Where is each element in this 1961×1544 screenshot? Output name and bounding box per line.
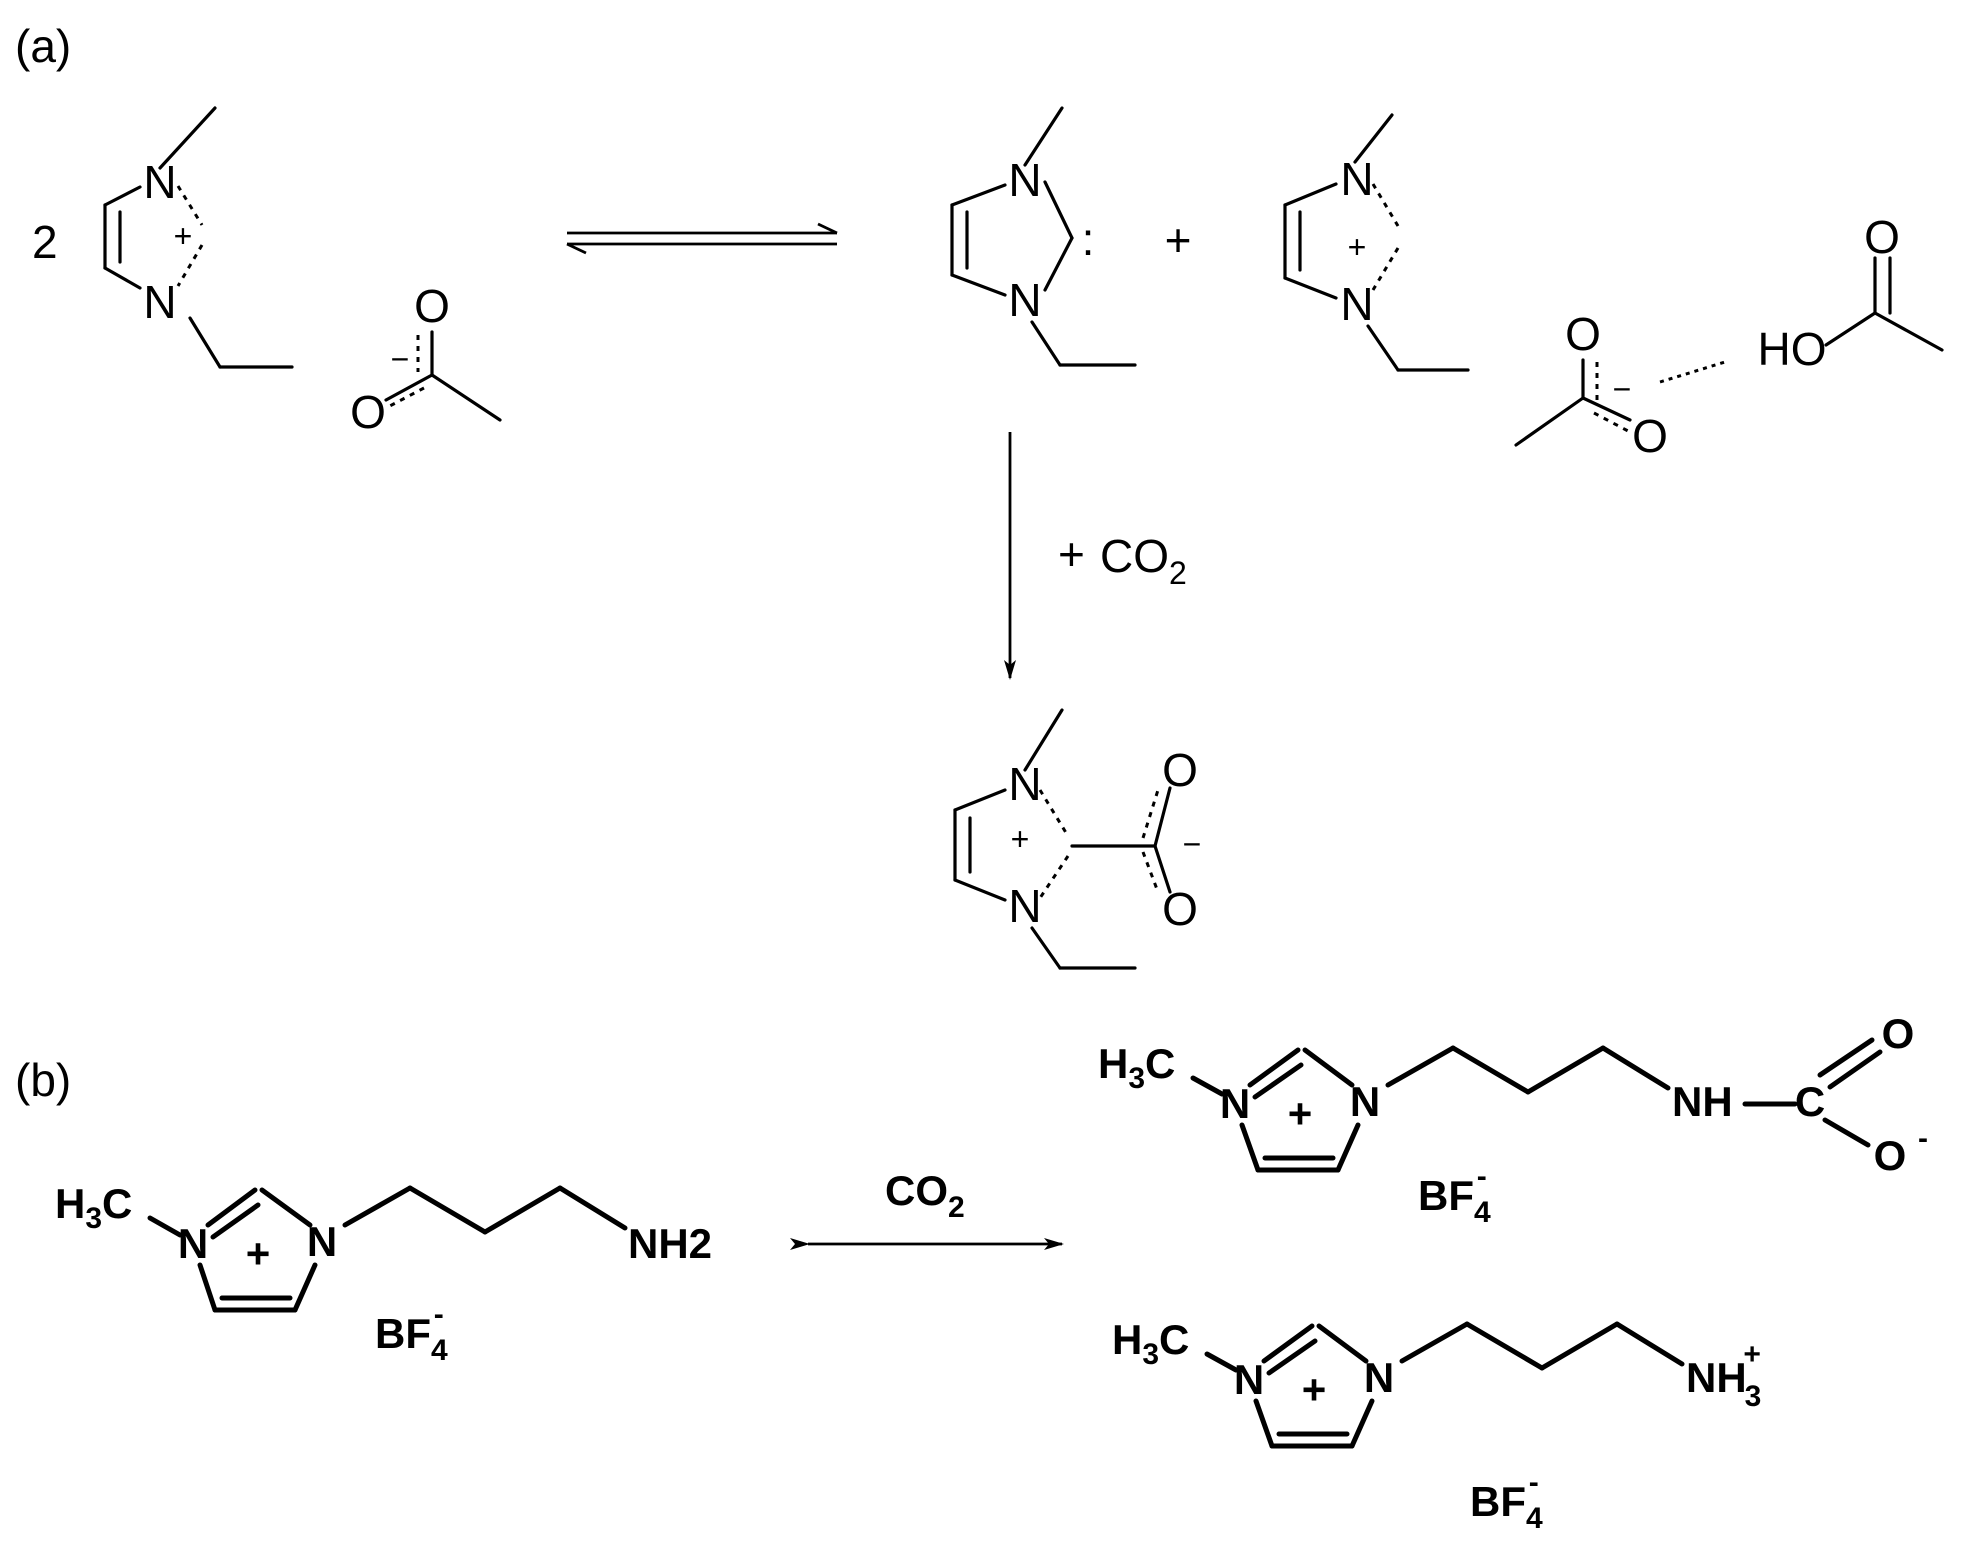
methyl-group: H3C [1098, 1040, 1175, 1095]
atom-o: O [1864, 211, 1900, 263]
carbene-lone-pair: : [1082, 213, 1095, 265]
atom-o: O [350, 386, 386, 438]
panel-b-label: (b) [15, 1054, 71, 1106]
tetrafluoroborate-anion: BF4- [1418, 1160, 1491, 1229]
equilibrium-arrow [566, 222, 838, 255]
plus-charge: + [1011, 821, 1030, 857]
aminopropyl-imidazolium-reactant: H3C N N + NH2 BF4- [55, 1180, 712, 1367]
atom-n3: N [1008, 880, 1041, 932]
atom-n1: N [1234, 1356, 1264, 1403]
atom-n1: N [1008, 154, 1041, 206]
minus-charge: − [1613, 371, 1632, 407]
carbamate-carbon: C [1795, 1078, 1825, 1125]
atom-n3: N [1364, 1354, 1394, 1401]
plus-sign: + [1165, 214, 1192, 266]
methyl-group: H3C [55, 1180, 132, 1235]
atom-o: O [1565, 308, 1601, 360]
atom-n1: N [1340, 153, 1373, 205]
plus-charge: + [1288, 1090, 1313, 1137]
atom-n1: N [1220, 1080, 1250, 1127]
atom-o: O [1162, 744, 1198, 796]
atom-n3: N [307, 1218, 337, 1265]
acetate-acetic-acid-complex: O O − HO O [1514, 211, 1944, 462]
minus-charge: − [1183, 826, 1202, 862]
tetrafluoroborate-anion: BF4- [1470, 1466, 1543, 1535]
atom-ho: HO [1758, 323, 1827, 375]
atom-n3: N [1008, 274, 1041, 326]
co2-plus: + [1058, 528, 1085, 580]
emim-cation-product: N N + [1283, 113, 1470, 372]
ammonium-nh3: NH3+ [1686, 1338, 1761, 1413]
atom-n1: N [178, 1220, 208, 1267]
plus-charge: + [246, 1230, 271, 1277]
atom-n1: N [1008, 758, 1041, 810]
atom-o: O [1162, 883, 1198, 935]
minus-charge: - [1918, 1122, 1928, 1155]
ammonium-product: H3C N N + NH3+ BF4- [1112, 1316, 1761, 1535]
atom-o: O [1632, 410, 1668, 462]
carbamate-product: H3C N N + NH C O O - BF4- [1098, 1010, 1928, 1229]
atom-n3: N [1350, 1078, 1380, 1125]
atom-n1: N [143, 156, 176, 208]
atom-n3: N [143, 276, 176, 328]
plus-charge: + [1348, 229, 1367, 265]
carbamate-nh: NH [1672, 1078, 1733, 1125]
emim-cation-reactant: 2 N N + [32, 106, 294, 369]
co2-reagent-label: CO2 [1100, 530, 1187, 591]
imidazolium-carboxylate-product: N N + O O − [953, 708, 1202, 970]
stoichiometric-coefficient: 2 [32, 216, 58, 268]
methyl-group: H3C [1112, 1316, 1189, 1371]
amine-nh2: NH2 [628, 1220, 712, 1267]
atom-o: O [414, 280, 450, 332]
co2-reagent-label-b: CO2 [885, 1167, 965, 1224]
carbonyl-oxygen: O [1882, 1010, 1915, 1057]
plus-charge: + [1302, 1366, 1327, 1413]
minus-charge: − [391, 341, 410, 377]
carbene-product: N N : [950, 106, 1137, 367]
carboxylate-oxygen: O [1874, 1132, 1907, 1179]
acetate-anion-reactant: O O − [350, 280, 502, 438]
atom-n3: N [1340, 278, 1373, 330]
tetrafluoroborate-anion: BF4- [375, 1298, 448, 1367]
panel-a-label: (a) [15, 20, 71, 72]
plus-charge: + [174, 218, 193, 254]
